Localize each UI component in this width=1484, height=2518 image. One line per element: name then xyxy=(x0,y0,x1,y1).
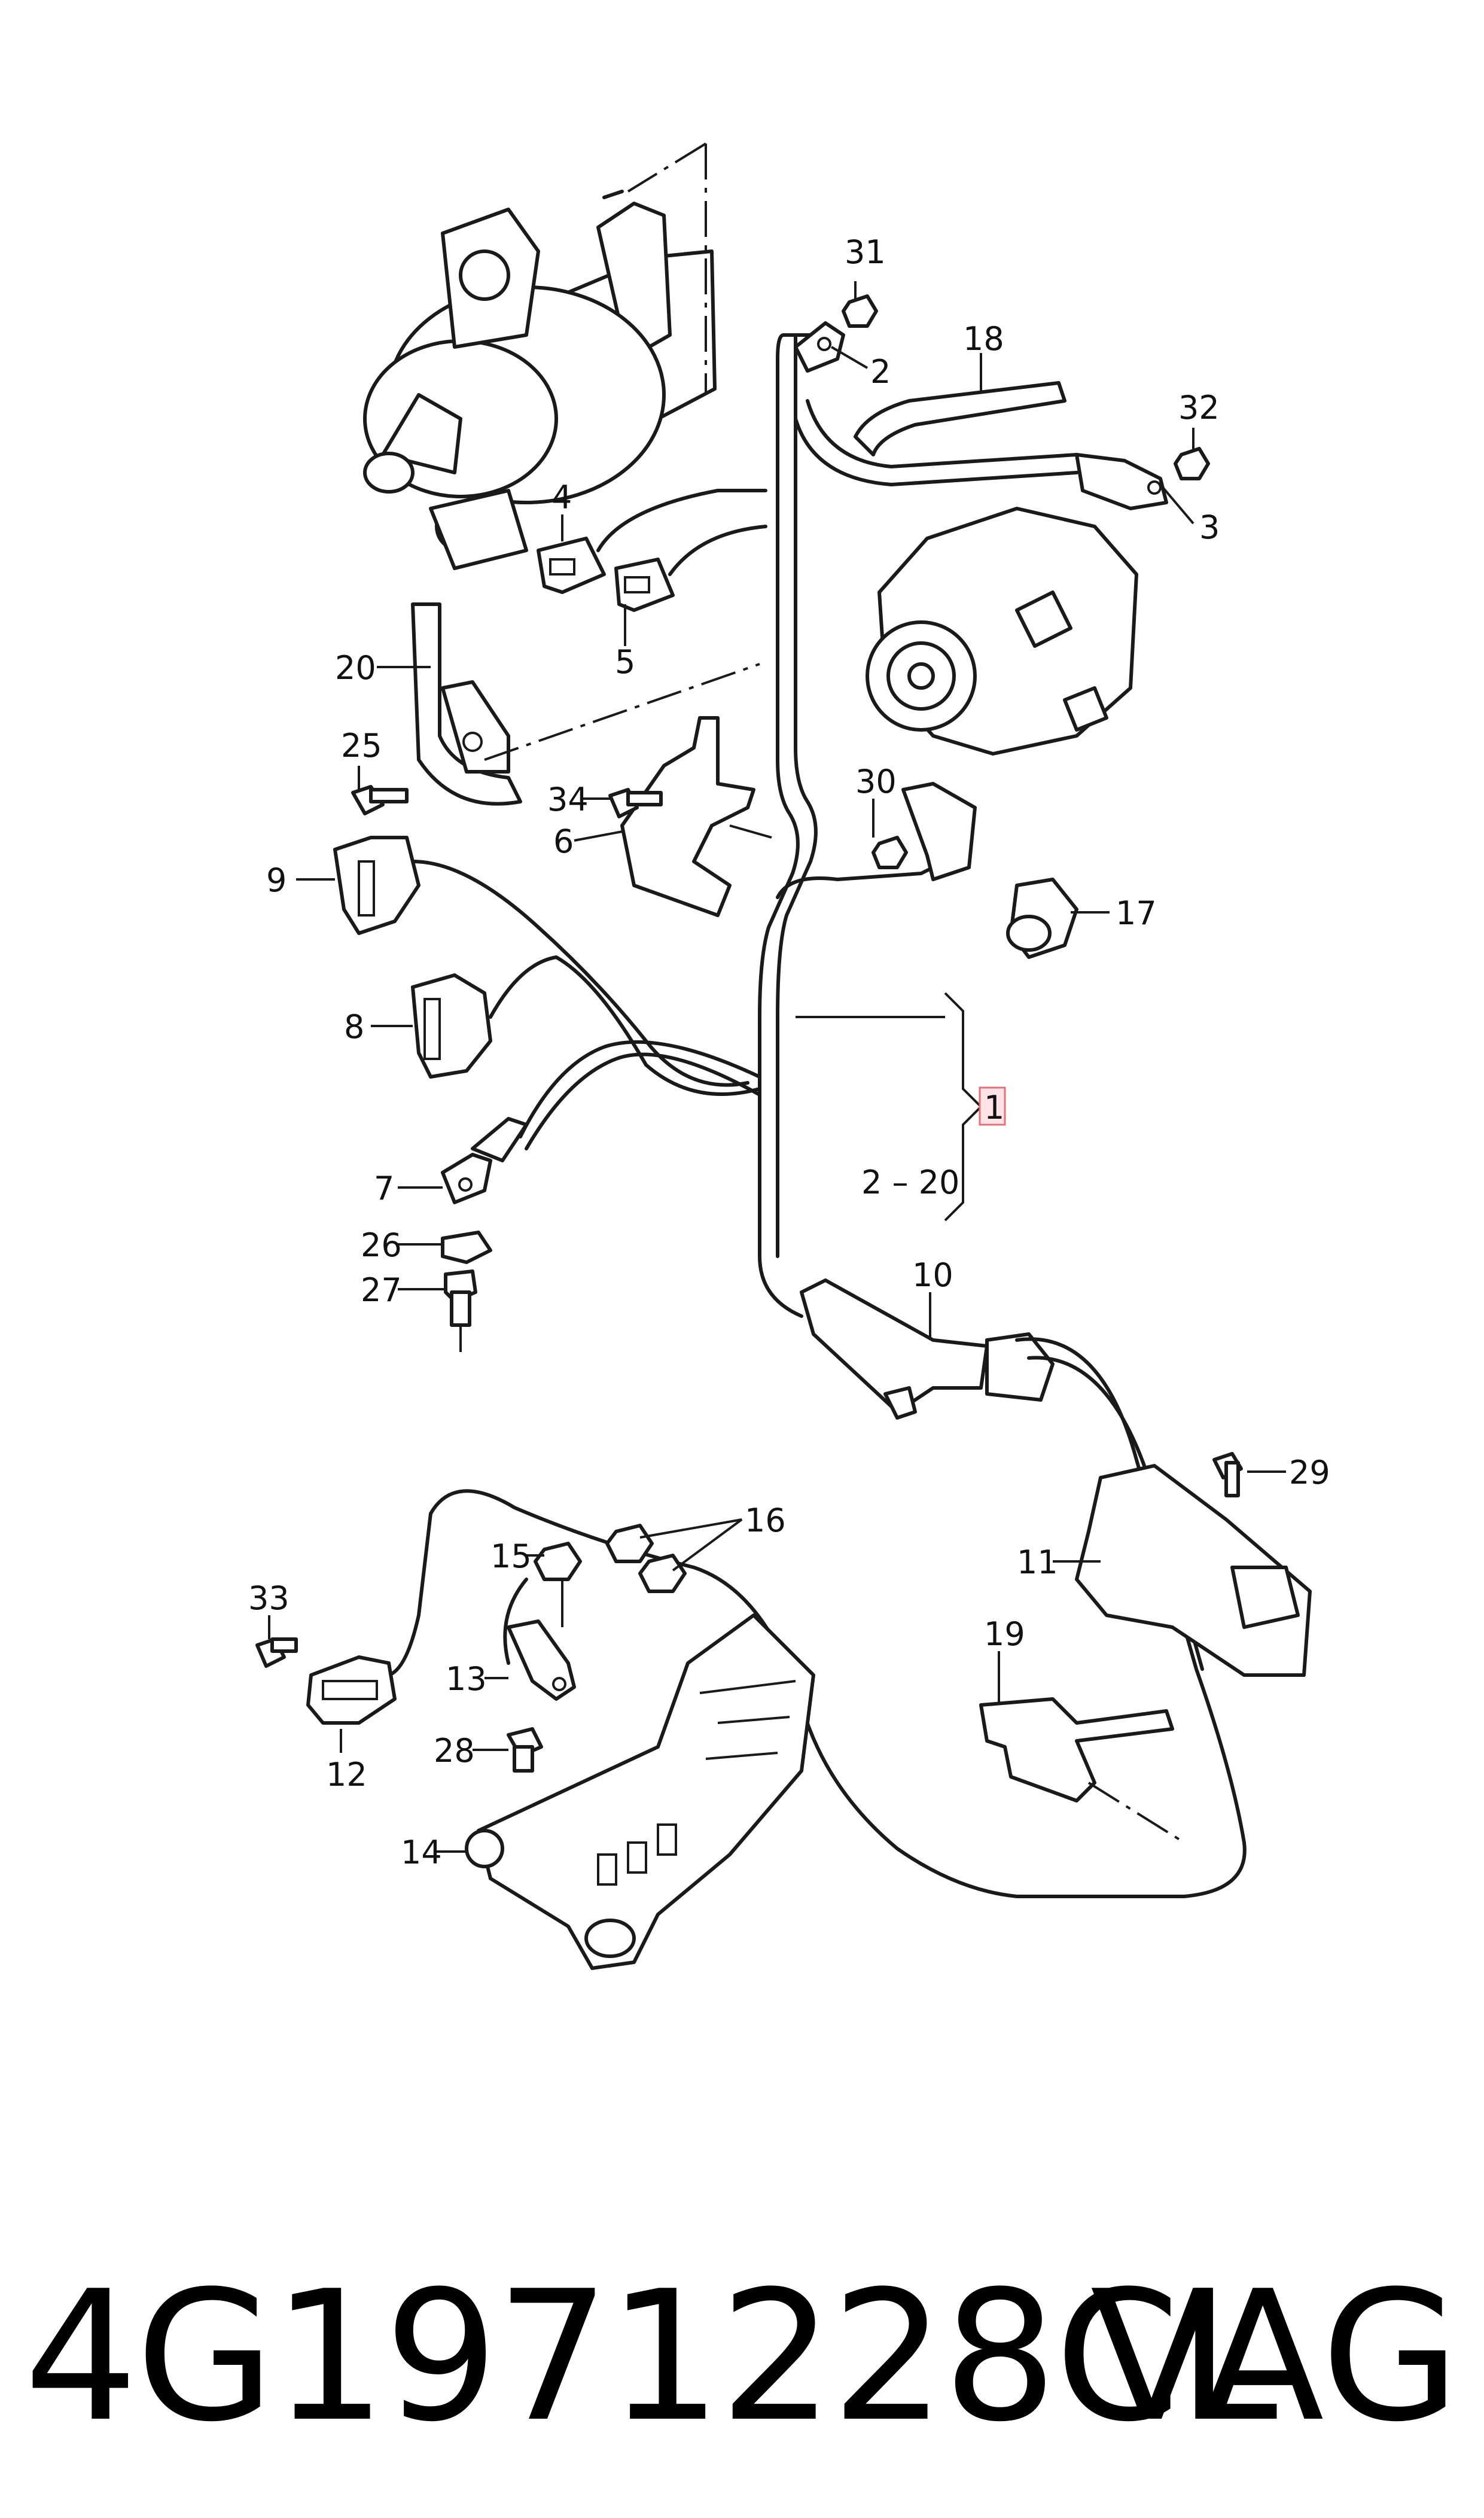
callout-25: 25 xyxy=(341,727,382,765)
starter-motor xyxy=(363,190,717,570)
dash-line xyxy=(627,142,707,193)
callout-18: 18 xyxy=(963,320,1004,358)
callout-19: 19 xyxy=(984,1615,1025,1653)
wire-9 xyxy=(411,860,749,1087)
wiring-harness-diagram: 31 2 18 32 3 4 5 20 25 34 6 30 17 9 8 1 … xyxy=(248,142,1330,1970)
brand-label: VAG xyxy=(1090,2252,1460,2461)
bracket-19 xyxy=(979,1697,1174,1803)
main-harness-trunk xyxy=(758,333,1078,1318)
bolt-25 xyxy=(351,785,409,815)
eyelet-terminal-2 xyxy=(794,321,845,373)
callout-7: 7 xyxy=(374,1170,394,1207)
connector-12 xyxy=(306,1655,397,1725)
callout-2: 2 xyxy=(870,353,891,391)
hose-18 xyxy=(854,381,1066,456)
alternator xyxy=(866,507,1138,756)
nut-16b xyxy=(638,1554,687,1593)
part-number: 4G1971228CL xyxy=(24,2252,1278,2461)
callout-34: 34 xyxy=(547,781,589,818)
callout-4: 4 xyxy=(551,479,572,516)
module-11 xyxy=(1075,1464,1312,1677)
lower-trunk-b xyxy=(1027,1356,1204,1671)
callout-16: 16 xyxy=(745,1502,786,1539)
screw-34 xyxy=(608,788,663,818)
connector-5 xyxy=(614,558,675,612)
callout-20: 20 xyxy=(335,649,376,687)
bolt-28 xyxy=(507,1727,543,1773)
callout-10: 10 xyxy=(912,1256,953,1294)
washer-26 xyxy=(441,1231,492,1264)
bracket-30 xyxy=(871,782,977,881)
nut-15 xyxy=(534,1542,582,1581)
callout-1-highlight xyxy=(979,1086,1006,1126)
dash-line xyxy=(1087,1782,1186,1844)
pipe-bracket-20 xyxy=(411,602,522,806)
wire-8 xyxy=(489,955,761,1096)
cable-13 xyxy=(503,1578,528,1665)
fuse-carrier-14 xyxy=(465,1613,815,1970)
lower-trunk xyxy=(387,1337,1247,1898)
connector-8 xyxy=(411,973,492,1079)
callout-29: 29 xyxy=(1289,1454,1330,1491)
callout-17: 17 xyxy=(1116,894,1157,932)
callout-labels: 31 2 18 32 3 4 5 20 25 34 6 30 17 9 8 1 … xyxy=(248,233,1330,1871)
nut-32 xyxy=(1174,447,1210,480)
cable-13 xyxy=(507,1619,576,1701)
screw-33 xyxy=(255,1637,298,1668)
dash-line xyxy=(484,663,760,761)
callout-11: 11 xyxy=(1017,1543,1058,1581)
callout-30: 30 xyxy=(855,763,897,800)
connector-4 xyxy=(537,537,606,594)
wire-7b xyxy=(525,1052,761,1150)
callout-28: 28 xyxy=(434,1732,475,1770)
callout-8: 8 xyxy=(344,1008,364,1046)
eyelet-terminal-3 xyxy=(1075,453,1168,510)
callout-32: 32 xyxy=(1178,389,1220,427)
bracket-6 xyxy=(620,716,755,917)
nut-31 xyxy=(842,294,878,328)
grommet-17 xyxy=(1006,878,1078,959)
callout-3: 3 xyxy=(1199,509,1220,546)
callout-9: 9 xyxy=(266,861,287,899)
eyelet-terminal-7 xyxy=(441,1117,528,1204)
callout-6: 6 xyxy=(553,823,574,860)
callout-26: 26 xyxy=(361,1226,402,1264)
nut-16a xyxy=(605,1524,654,1563)
wire-5 xyxy=(668,525,767,576)
callout-27: 27 xyxy=(361,1271,402,1309)
footer: 4G1971228CL VAG xyxy=(0,2237,1484,2477)
callout-31: 31 xyxy=(845,233,886,271)
wire-4 xyxy=(596,489,767,552)
callout-12: 12 xyxy=(326,1756,367,1794)
screw-29 xyxy=(1212,1452,1243,1497)
bolt-27 xyxy=(444,1269,477,1352)
callout-1: 1 xyxy=(984,1089,1004,1126)
sleeve-10 xyxy=(800,1278,1055,1420)
callout-33: 33 xyxy=(248,1579,290,1617)
callout-15: 15 xyxy=(490,1537,532,1575)
callout-14: 14 xyxy=(401,1834,442,1871)
wire-7 xyxy=(519,1040,761,1138)
callout-13: 13 xyxy=(446,1660,487,1698)
callout-5: 5 xyxy=(615,643,635,681)
callout-range: 2 – 20 xyxy=(861,1164,959,1201)
connector-9 xyxy=(333,836,420,935)
